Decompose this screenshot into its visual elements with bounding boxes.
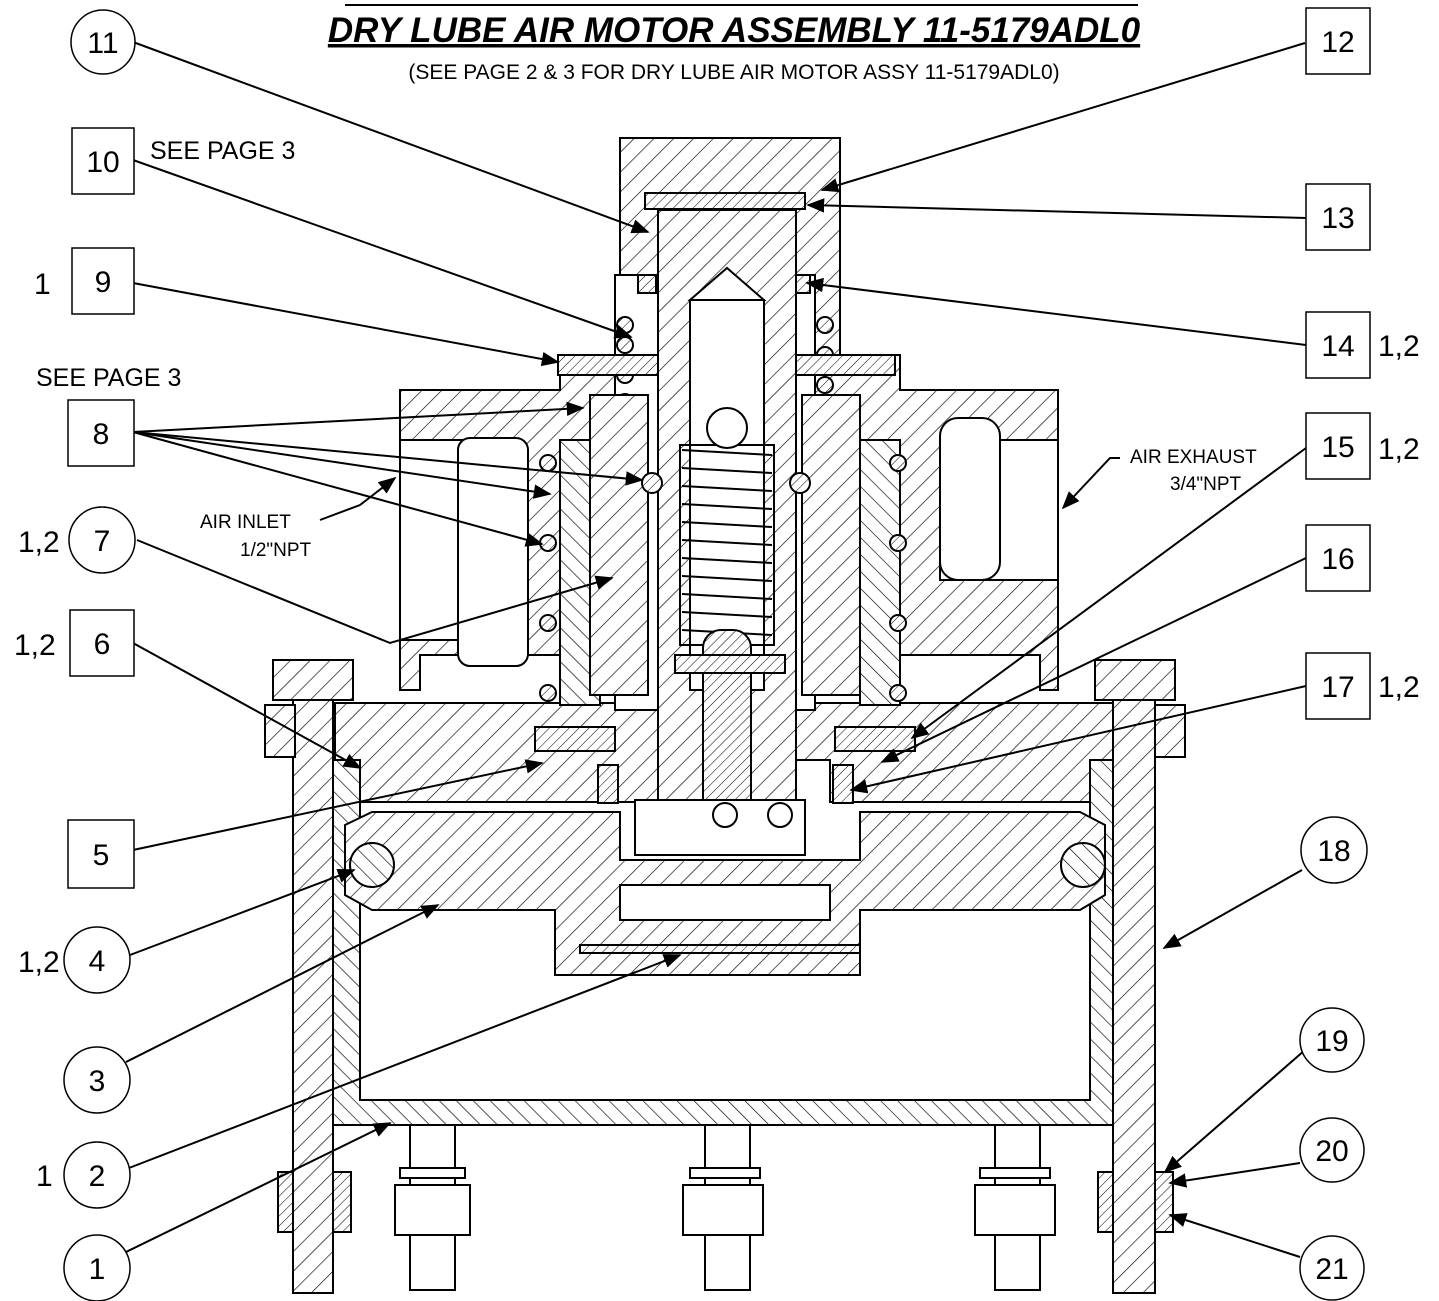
svg-text:18: 18	[1317, 835, 1350, 868]
callout-10: 10	[71, 127, 135, 195]
svg-text:14: 14	[1321, 330, 1354, 363]
svg-text:1,2: 1,2	[14, 629, 56, 662]
callout-17: 17 1,2	[1305, 652, 1420, 720]
svg-text:7: 7	[94, 525, 111, 558]
piston-o-ring-left	[349, 842, 395, 888]
see-page-3-note-b: SEE PAGE 3	[36, 364, 181, 392]
svg-text:1,2: 1,2	[18, 946, 60, 979]
svg-text:15: 15	[1321, 431, 1354, 464]
callout-18: 18	[1300, 816, 1368, 884]
air-exhaust-label: AIR EXHAUST	[1130, 447, 1257, 468]
leader-lines	[125, 41, 1307, 1258]
svg-text:3: 3	[89, 1065, 106, 1098]
callout-1: 1	[63, 1234, 131, 1301]
callout-5: 5	[67, 819, 135, 889]
svg-text:1: 1	[36, 1160, 53, 1193]
callout-19: 19	[1299, 1007, 1365, 1073]
svg-text:17: 17	[1321, 671, 1354, 704]
svg-text:21: 21	[1315, 1253, 1348, 1286]
svg-text:1: 1	[34, 268, 51, 301]
callout-7: 7 1,2	[18, 506, 136, 574]
svg-text:1: 1	[89, 1253, 106, 1286]
svg-text:13: 13	[1321, 202, 1354, 235]
cap-plate	[644, 192, 806, 210]
callout-14: 14 1,2	[1305, 311, 1420, 379]
callout-20: 20	[1299, 1117, 1365, 1183]
svg-text:19: 19	[1315, 1025, 1348, 1058]
piston-o-ring-right	[1060, 842, 1106, 888]
svg-text:2: 2	[89, 1160, 106, 1193]
callout-9: 9 1	[34, 247, 135, 315]
svg-text:6: 6	[94, 628, 111, 661]
callout-15: 15 1,2	[1305, 412, 1420, 480]
air-inlet-label: AIR INLET	[200, 512, 291, 533]
svg-text:16: 16	[1321, 543, 1354, 576]
callout-12: 12	[1305, 7, 1371, 75]
svg-text:1,2: 1,2	[1378, 330, 1420, 363]
svg-text:1,2: 1,2	[18, 526, 60, 559]
svg-text:20: 20	[1315, 1135, 1348, 1168]
tie-rod-right	[1112, 667, 1156, 1294]
svg-text:4: 4	[89, 945, 106, 978]
callout-16: 16	[1305, 524, 1371, 592]
svg-text:5: 5	[93, 839, 110, 872]
callout-3: 3	[63, 1046, 131, 1114]
callout-13: 13	[1305, 183, 1371, 251]
air-exhaust-size-label: 3/4"NPT	[1170, 474, 1242, 495]
callout-2: 2 1	[36, 1141, 131, 1209]
air-inlet-size-label: 1/2"NPT	[240, 540, 312, 561]
callout-8: 8	[67, 399, 135, 467]
callout-6: 6 1,2	[14, 609, 135, 677]
callout-4: 4 1,2	[18, 926, 131, 994]
drawing-subtitle: (SEE PAGE 2 & 3 FOR DRY LUBE AIR MOTOR A…	[408, 61, 1059, 84]
callout-21: 21	[1299, 1235, 1365, 1301]
svg-text:8: 8	[93, 418, 110, 451]
bottom-studs	[394, 1124, 1056, 1291]
svg-text:9: 9	[95, 266, 112, 299]
svg-text:1,2: 1,2	[1378, 671, 1420, 704]
svg-text:12: 12	[1321, 26, 1354, 59]
see-page-3-note-a: SEE PAGE 3	[150, 137, 295, 165]
svg-text:10: 10	[86, 146, 119, 179]
svg-text:11: 11	[87, 27, 118, 60]
callout-11: 11	[70, 9, 136, 75]
assembly-section	[264, 137, 1186, 1294]
svg-text:1,2: 1,2	[1378, 433, 1420, 466]
tie-rod-left	[292, 667, 334, 1294]
drawing-title: DRY LUBE AIR MOTOR ASSEMBLY 11-5179ADL0	[328, 11, 1141, 50]
